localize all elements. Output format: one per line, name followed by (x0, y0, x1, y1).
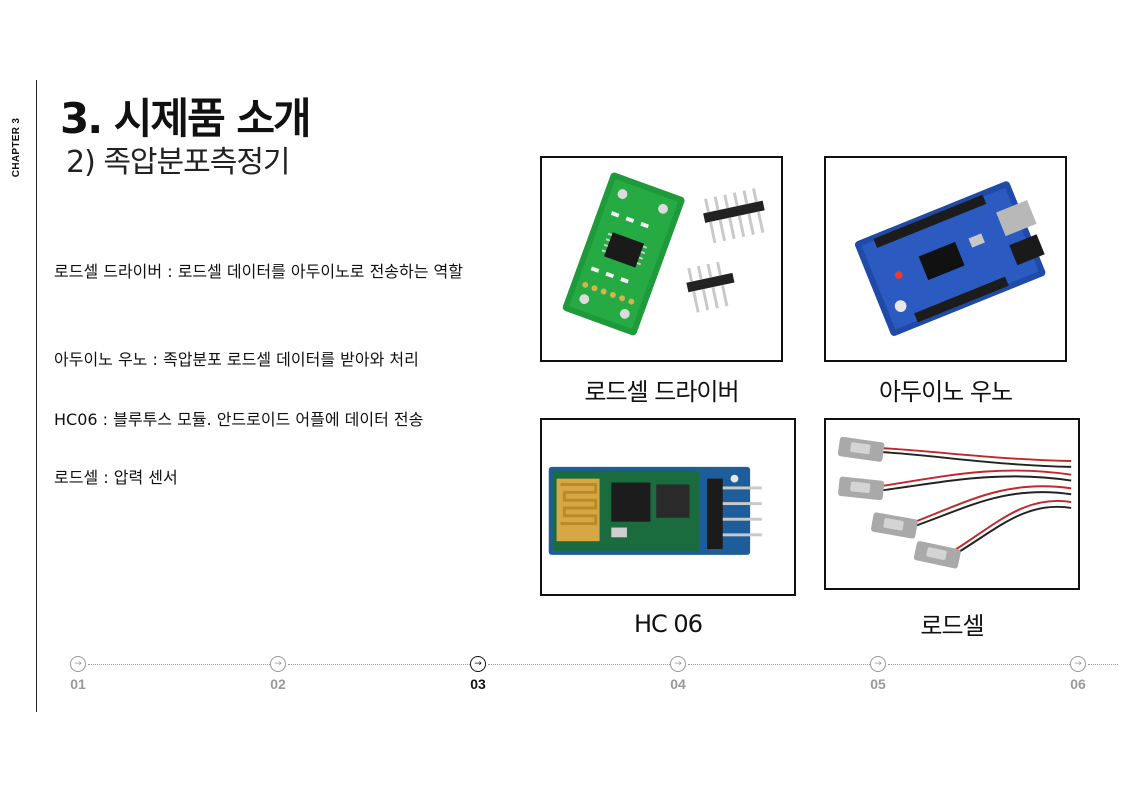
description-hc06: HC06 : 블루투스 모듈. 안드로이드 어플에 데이터 전송 (54, 410, 424, 429)
description-load-cell: 로드셀 : 압력 센서 (54, 468, 178, 487)
timeline-dots-1 (88, 664, 270, 665)
hc06-module-image (542, 420, 794, 594)
timeline-step-number: 06 (1070, 676, 1086, 692)
timeline-dots-6 (1088, 664, 1118, 665)
timeline-step-number: 01 (70, 676, 86, 692)
timeline-dots-2 (288, 664, 470, 665)
timeline-step-04[interactable]: → 04 (658, 656, 698, 692)
arrow-right-icon: → (870, 656, 886, 672)
timeline-step-06[interactable]: → 06 (1058, 656, 1098, 692)
caption-load-cell-driver: 로드셀 드라이버 (584, 378, 739, 406)
timeline-dots-3 (488, 664, 670, 665)
chapter-text: CHAPTER 3 (11, 117, 23, 177)
arrow-right-icon: → (1070, 656, 1086, 672)
timeline-step-01[interactable]: → 01 (58, 656, 98, 692)
timeline-step-03[interactable]: → 03 (458, 656, 498, 692)
timeline-step-number: 03 (470, 676, 486, 692)
timeline-dots-4 (688, 664, 870, 665)
arduino-uno-image (826, 158, 1065, 360)
hc06-module-photo (540, 418, 796, 596)
page-title: 3. 시제품 소개 (60, 94, 312, 143)
arrow-right-icon: → (470, 656, 486, 672)
hx711-board-photo (540, 156, 783, 362)
arrow-right-icon: → (270, 656, 286, 672)
timeline-step-number: 04 (670, 676, 686, 692)
page-subtitle: 2) 족압분포측정기 (66, 145, 291, 180)
load-cell-image (826, 420, 1078, 588)
timeline-dots-5 (888, 664, 1070, 665)
chapter-timeline: → 01 → 02 → 03 → 04 → 05 → 06 (0, 652, 1121, 702)
timeline-step-number: 05 (870, 676, 886, 692)
timeline-step-number: 02 (270, 676, 286, 692)
timeline-step-02[interactable]: → 02 (258, 656, 298, 692)
timeline-step-05[interactable]: → 05 (858, 656, 898, 692)
description-arduino-uno: 아두이노 우노 : 족압분포 로드셀 데이터를 받아와 처리 (54, 350, 419, 369)
vertical-divider (36, 80, 37, 712)
hx711-board-image (542, 158, 781, 360)
chapter-label: CHAPTER 3 (2, 112, 32, 182)
arrow-right-icon: → (70, 656, 86, 672)
arduino-uno-photo (824, 156, 1067, 362)
arrow-right-icon: → (670, 656, 686, 672)
caption-load-cell: 로드셀 (920, 612, 984, 640)
description-load-cell-driver: 로드셀 드라이버 : 로드셀 데이터를 아두이노로 전송하는 역할 (54, 262, 463, 281)
caption-hc06: HC 06 (634, 610, 703, 638)
caption-arduino-uno: 아두이노 우노 (878, 378, 1013, 406)
load-cell-photo (824, 418, 1080, 590)
